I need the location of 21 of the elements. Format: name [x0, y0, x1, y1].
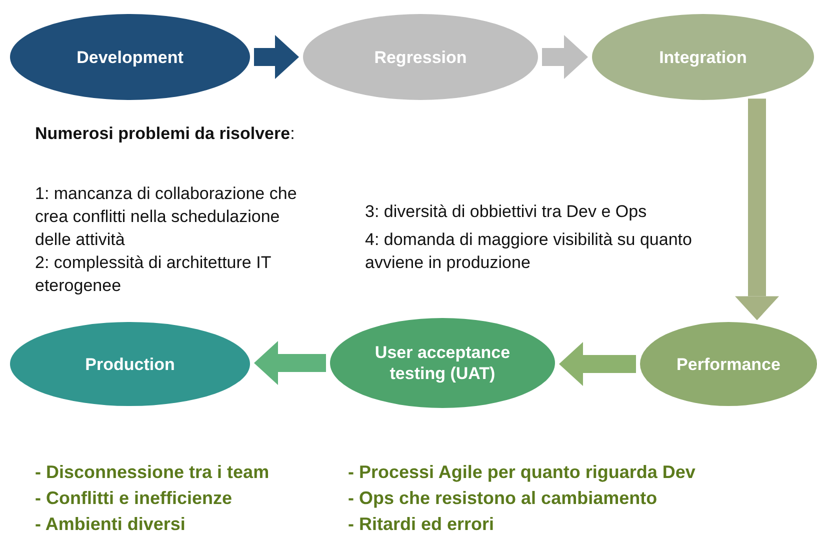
node-label: User acceptance testing (UAT) — [374, 342, 512, 384]
node-label: Regression — [373, 46, 468, 68]
bullet-text: - Ambienti diversi — [35, 514, 186, 535]
bullet-text: - Ops che resistono al cambiamento — [348, 488, 658, 509]
bullet-text: - Disconnessione tra i team — [35, 462, 270, 483]
block-arrow — [735, 98, 779, 320]
node-label: Integration — [658, 46, 748, 68]
block-arrow — [254, 35, 299, 79]
bullet-text: - Processi Agile per quanto riguarda Dev — [348, 462, 696, 483]
note-text: 4: domanda di maggiore visibilità su quanto avviene in produzione — [365, 229, 693, 274]
block-arrow — [542, 35, 588, 79]
node-label: Production — [84, 354, 176, 374]
note-text: 1: mancanza di collaborazione che crea conflitti nella schedulazione delle attività — [35, 183, 298, 251]
bullet-text: - Conflitti e inefficienze — [35, 488, 232, 509]
heading: Numerosi problemi da risolvere: — [35, 123, 296, 145]
node-label: Development — [76, 46, 184, 68]
node-label: Performance — [676, 354, 782, 374]
note-text: 2: complessità di architetture IT eterogenee — [35, 252, 272, 297]
block-arrow — [559, 342, 636, 386]
bullet-text: - Ritardi ed errori — [348, 514, 494, 535]
note-text: 3: diversità di obbiettivi tra Dev e Ops — [365, 201, 648, 223]
